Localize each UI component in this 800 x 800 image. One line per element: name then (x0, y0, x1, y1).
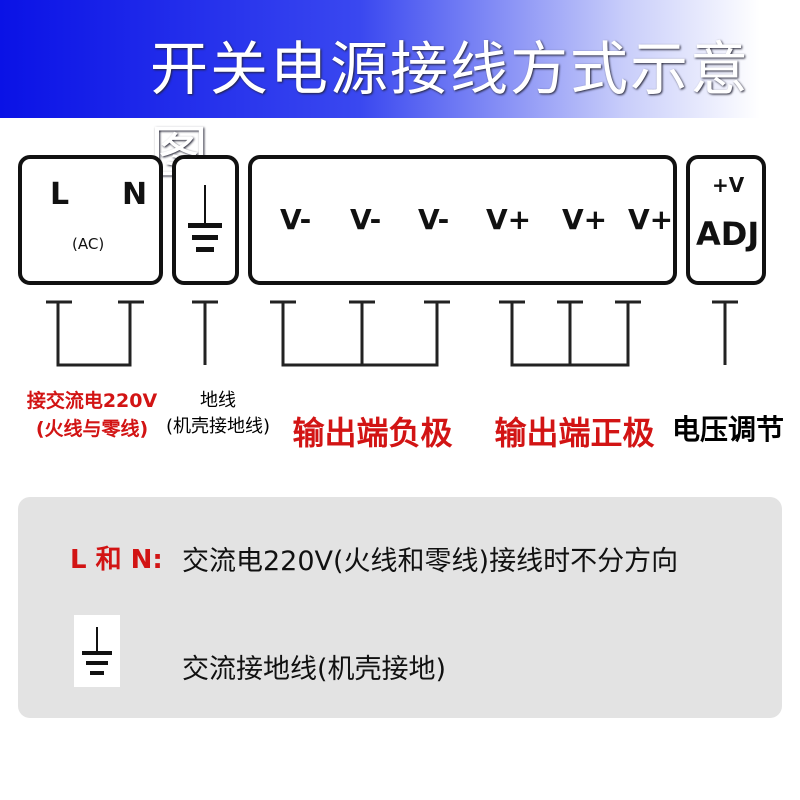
ground-terminal-block (172, 155, 239, 285)
page-title: 开关电源接线方式示意图 (150, 35, 751, 187)
negative-output-label: 输出端负极 (292, 414, 453, 452)
connector-lines (46, 300, 738, 367)
terminal-v-minus: V- (280, 203, 312, 236)
ac-terminal-block: L N (AC) (18, 155, 163, 285)
ln-note: 交流电220V(火线和零线)接线时不分方向 (182, 546, 679, 577)
positive-output-label: 输出端正极 (494, 414, 655, 452)
ac-label: (AC) (72, 235, 105, 253)
ground-icon (188, 185, 222, 252)
output-terminal-block: V- V- V- V+ V+ V+ (248, 155, 677, 285)
ground-note: 交流接地线(机壳接地) (182, 654, 447, 685)
ac-label-line2: (火线与零线) (35, 417, 149, 440)
notes-panel: L 和 N: 交流电220V(火线和零线)接线时不分方向 交流接地线(机壳接地) (18, 497, 782, 718)
header-banner: 开关电源接线方式示意图 (0, 0, 800, 187)
ground-label-line2: (机壳接地线) (165, 416, 271, 438)
ac-input-label: 接交流电220V (火线与零线) (22, 388, 162, 443)
terminal-v-minus: V- (350, 203, 382, 236)
ground-label: 地线 (机壳接地线) (158, 388, 278, 440)
terminal-l: L (50, 177, 70, 212)
ground-label-line1: 地线 (200, 390, 236, 411)
terminal-v-plus: V+ (486, 203, 532, 236)
terminal-v-plus: V+ (562, 203, 608, 236)
terminal-v-plus: V+ (628, 203, 674, 236)
adj-label: ADJ (696, 215, 760, 253)
voltage-adjust-label: 电压调节 (671, 413, 784, 446)
ln-key: L 和 N: (70, 545, 163, 575)
ground-icon (74, 615, 120, 687)
terminal-n: N (122, 177, 148, 212)
adj-terminal-block: +V ADJ (686, 155, 766, 285)
adj-plus-v: +V (712, 173, 745, 197)
ac-label-line1: 接交流电220V (26, 390, 158, 412)
terminal-v-minus: V- (418, 203, 450, 236)
